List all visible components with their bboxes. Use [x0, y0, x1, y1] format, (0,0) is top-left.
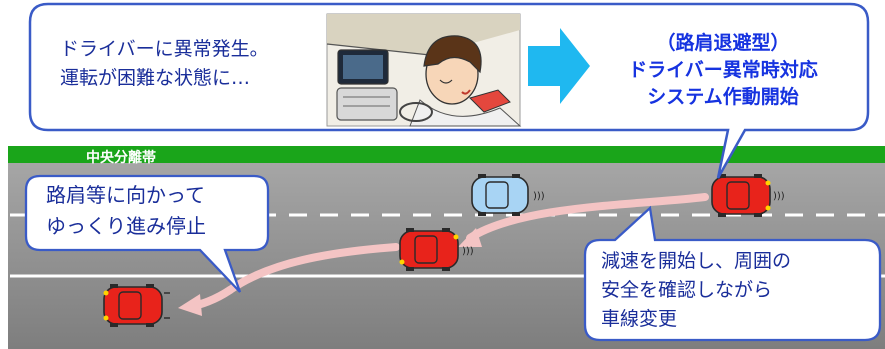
- red-car-lead: ))): [711, 174, 785, 217]
- transition-arrow: [528, 28, 590, 104]
- path-arrow-1: [466, 193, 709, 242]
- top-left-line-2: 運転が困難な状態に…: [60, 67, 251, 89]
- path-arrow-2: [226, 243, 400, 294]
- svg-text:))): ))): [462, 246, 474, 257]
- blue-car: ))): [471, 174, 545, 216]
- shoulder-text: 路肩等に向かって ゆっくり進み停止: [46, 180, 206, 242]
- top-left-line-1: ドライバーに異常発生。: [60, 38, 269, 60]
- driver-illustration: [326, 13, 522, 127]
- system-type-label: （路肩退避型）: [656, 32, 790, 54]
- median-strip: [8, 146, 885, 163]
- system-status-line: システム作動開始: [647, 86, 799, 108]
- red-car-stopped: [103, 284, 170, 327]
- lane-change-line-1: 減速を開始し、周囲の: [601, 250, 792, 272]
- system-activation-text: （路肩退避型） ドライバー異常時対応 システム作動開始: [588, 30, 858, 111]
- lane-change-line-2: 安全を確認しながら: [601, 279, 773, 301]
- red-car-changing-lane: ))): [399, 228, 474, 271]
- svg-text:))): ))): [773, 191, 785, 202]
- system-name-line: ドライバー異常時対応: [628, 59, 818, 81]
- path-arrow-3-head: [178, 294, 202, 316]
- shoulder-line-1: 路肩等に向かって: [46, 183, 205, 207]
- svg-text:))): ))): [533, 191, 545, 202]
- lane-change-text: 減速を開始し、周囲の 安全を確認しながら 車線変更: [601, 247, 791, 334]
- top-left-text: ドライバーに異常発生。 運転が困難な状態に…: [60, 35, 269, 93]
- lane-change-bubble: [583, 205, 882, 342]
- median-label: 中央分離帯: [86, 150, 156, 166]
- shoulder-bubble: [24, 174, 270, 293]
- path-arrow-1-head: [458, 228, 482, 247]
- shoulder-line-2: ゆっくり進み停止: [46, 214, 206, 238]
- lane-change-line-3: 車線変更: [601, 308, 678, 330]
